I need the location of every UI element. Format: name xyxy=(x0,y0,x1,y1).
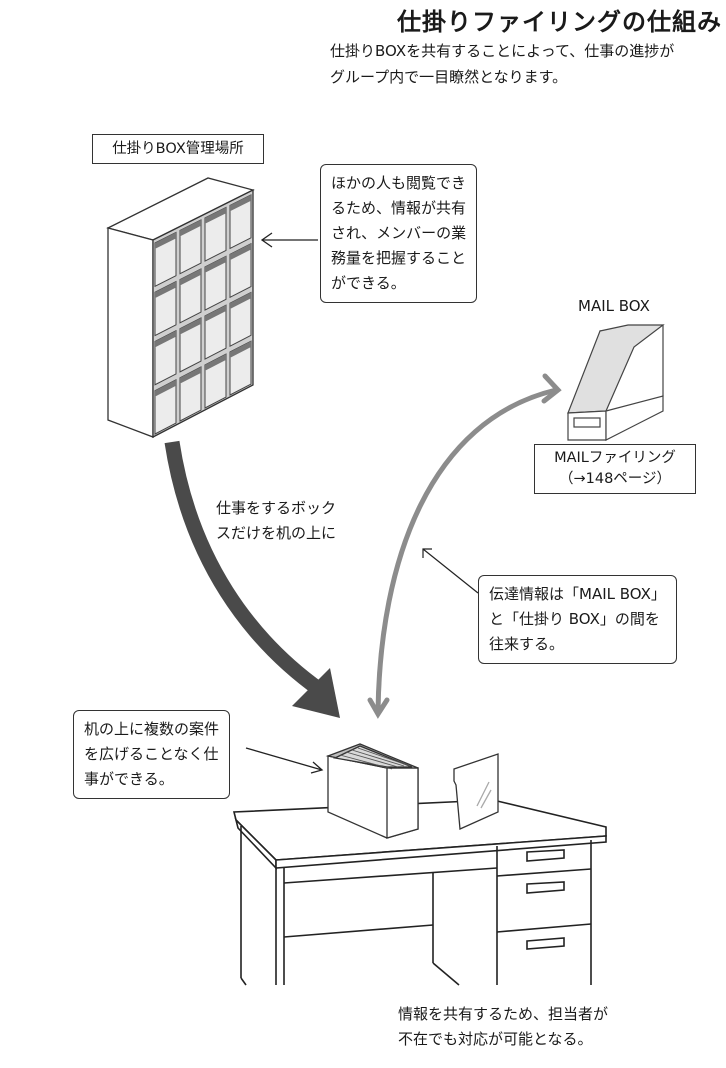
callout-line: 務量を把握すること xyxy=(331,249,467,267)
page-subtitle: 仕掛りBOXを共有することによって、仕事の進捗が グループ内で一目瞭然となります… xyxy=(330,38,674,90)
callout-shared-view: ほかの人も閲覧でき るため、情報が共有 され、メンバーの業 務量を把握すること … xyxy=(320,164,478,303)
callout-line: るため、情報が共有 xyxy=(331,199,467,217)
callout-line: 机の上に複数の案件 xyxy=(84,720,220,738)
callout-line: 伝達情報は「MAIL BOX」 xyxy=(489,585,666,603)
shelf-bin-label-strip xyxy=(180,268,201,286)
footer-note-line: 情報を共有するため、担当者が xyxy=(398,1005,609,1023)
arrow-label-line: スだけを机の上に xyxy=(216,524,337,542)
shelf-bin-label-strip xyxy=(230,194,251,212)
shelf-bin-label-strip xyxy=(205,305,226,322)
pointer-arrow-desk xyxy=(245,747,324,774)
shelf-bin-label-strip xyxy=(230,341,251,358)
subtitle-line: 仕掛りBOXを共有することによって、仕事の進捗が xyxy=(330,42,675,60)
shelf-cabinet-icon xyxy=(106,177,255,439)
shelf-bin-label-strip xyxy=(155,281,176,299)
shelf-bin-label-strip xyxy=(155,330,176,348)
shelf-bin-label-strip xyxy=(180,317,201,335)
callout-mail-exchange: 伝達情報は「MAIL BOX」 と「仕掛り BOX」の間を 往来する。 xyxy=(478,575,677,664)
mailbox-file-stand-icon xyxy=(567,324,665,441)
callout-line: 往来する。 xyxy=(489,635,565,653)
arrow-label-line: 仕事をするボック xyxy=(216,499,337,517)
gray-bidirectional-arrow-icon xyxy=(367,373,562,719)
reference-line: （→148ページ） xyxy=(558,471,672,487)
desk-icon xyxy=(232,799,607,986)
clear-folder-icon xyxy=(453,753,499,830)
shelf-bin-label-strip xyxy=(155,232,176,249)
footer-note: 情報を共有するため、担当者が 不在でも対応が可能となる。 xyxy=(398,1002,608,1052)
callout-line: ほかの人も閲覧でき xyxy=(331,174,467,192)
shelf-bin-label-strip xyxy=(205,207,226,224)
shelf-bin-label-strip xyxy=(230,292,251,310)
storage-location-label: 仕掛りBOX管理場所 xyxy=(92,134,264,164)
mail-filing-reference: MAILファイリング （→148ページ） xyxy=(534,444,696,494)
shelf-bin-label-strip xyxy=(180,219,201,237)
callout-line: 事ができる。 xyxy=(84,770,174,788)
shelf-bin-label-strip xyxy=(205,354,226,371)
pointer-arrow-gray xyxy=(422,548,479,594)
callout-line: ができる。 xyxy=(331,274,406,292)
shelf-bin-label-strip xyxy=(230,243,251,261)
shelf-bin-label-strip xyxy=(180,366,201,384)
arrow-label: 仕事をするボック スだけを机の上に xyxy=(216,496,336,546)
callout-line: と「仕掛り BOX」の間を xyxy=(489,610,660,628)
footer-note-line: 不在でも対応が可能となる。 xyxy=(398,1030,593,1048)
page-title: 仕掛りファイリングの仕組み xyxy=(397,8,722,36)
reference-line: MAILファイリング xyxy=(554,450,676,466)
shelf-bin-label-strip xyxy=(205,256,226,273)
callout-line: され、メンバーの業 xyxy=(331,224,467,242)
subtitle-line: グループ内で一目瞭然となります。 xyxy=(330,68,568,86)
shelf-bin-label-strip xyxy=(155,379,176,397)
callout-line: を広げることなく仕 xyxy=(84,745,219,763)
shelf-bins xyxy=(154,194,252,435)
dark-curved-arrow-icon xyxy=(164,440,340,718)
pointer-arrow-shelf xyxy=(260,232,318,248)
callout-desk-work: 机の上に複数の案件 を広げることなく仕 事ができる。 xyxy=(73,710,231,799)
file-box-icon xyxy=(325,743,419,839)
mailbox-title: MAIL BOX xyxy=(578,297,650,315)
